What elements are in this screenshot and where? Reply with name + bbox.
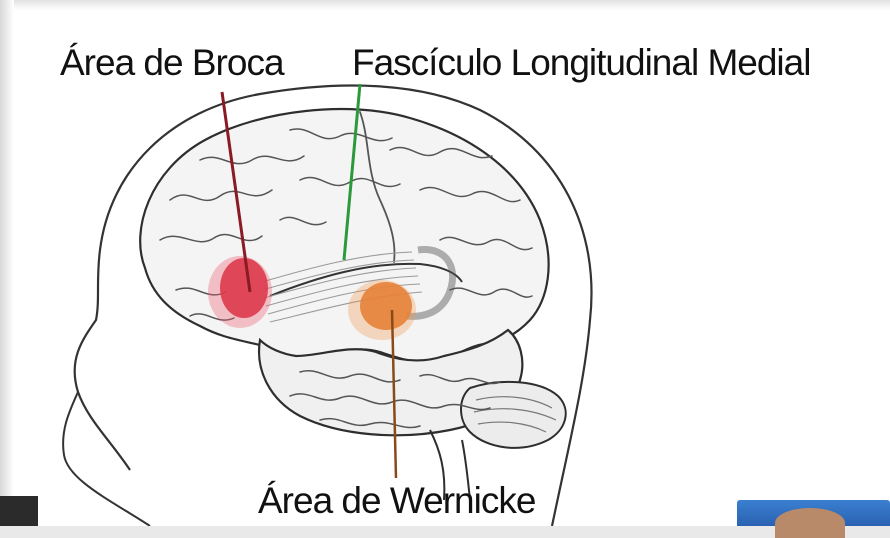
slide-thumbnail-dark[interactable] xyxy=(0,496,38,526)
chin-outline xyxy=(63,392,150,526)
diagram-canvas: Área de Broca Fascículo Longitudinal Med… xyxy=(0,0,890,526)
presenter-avatar xyxy=(775,508,845,538)
broca-area-halo xyxy=(208,256,272,328)
wernicke-area-label: Área de Wernicke xyxy=(258,482,535,519)
cerebrum-outline xyxy=(140,109,548,362)
cerebellum-outline xyxy=(461,382,566,448)
broca-area-label: Área de Broca xyxy=(60,44,284,81)
presenter-video-thumbnail[interactable] xyxy=(737,500,890,526)
fascicle-label: Fascículo Longitudinal Medial xyxy=(352,44,810,81)
wernicke-area-halo xyxy=(348,280,416,340)
